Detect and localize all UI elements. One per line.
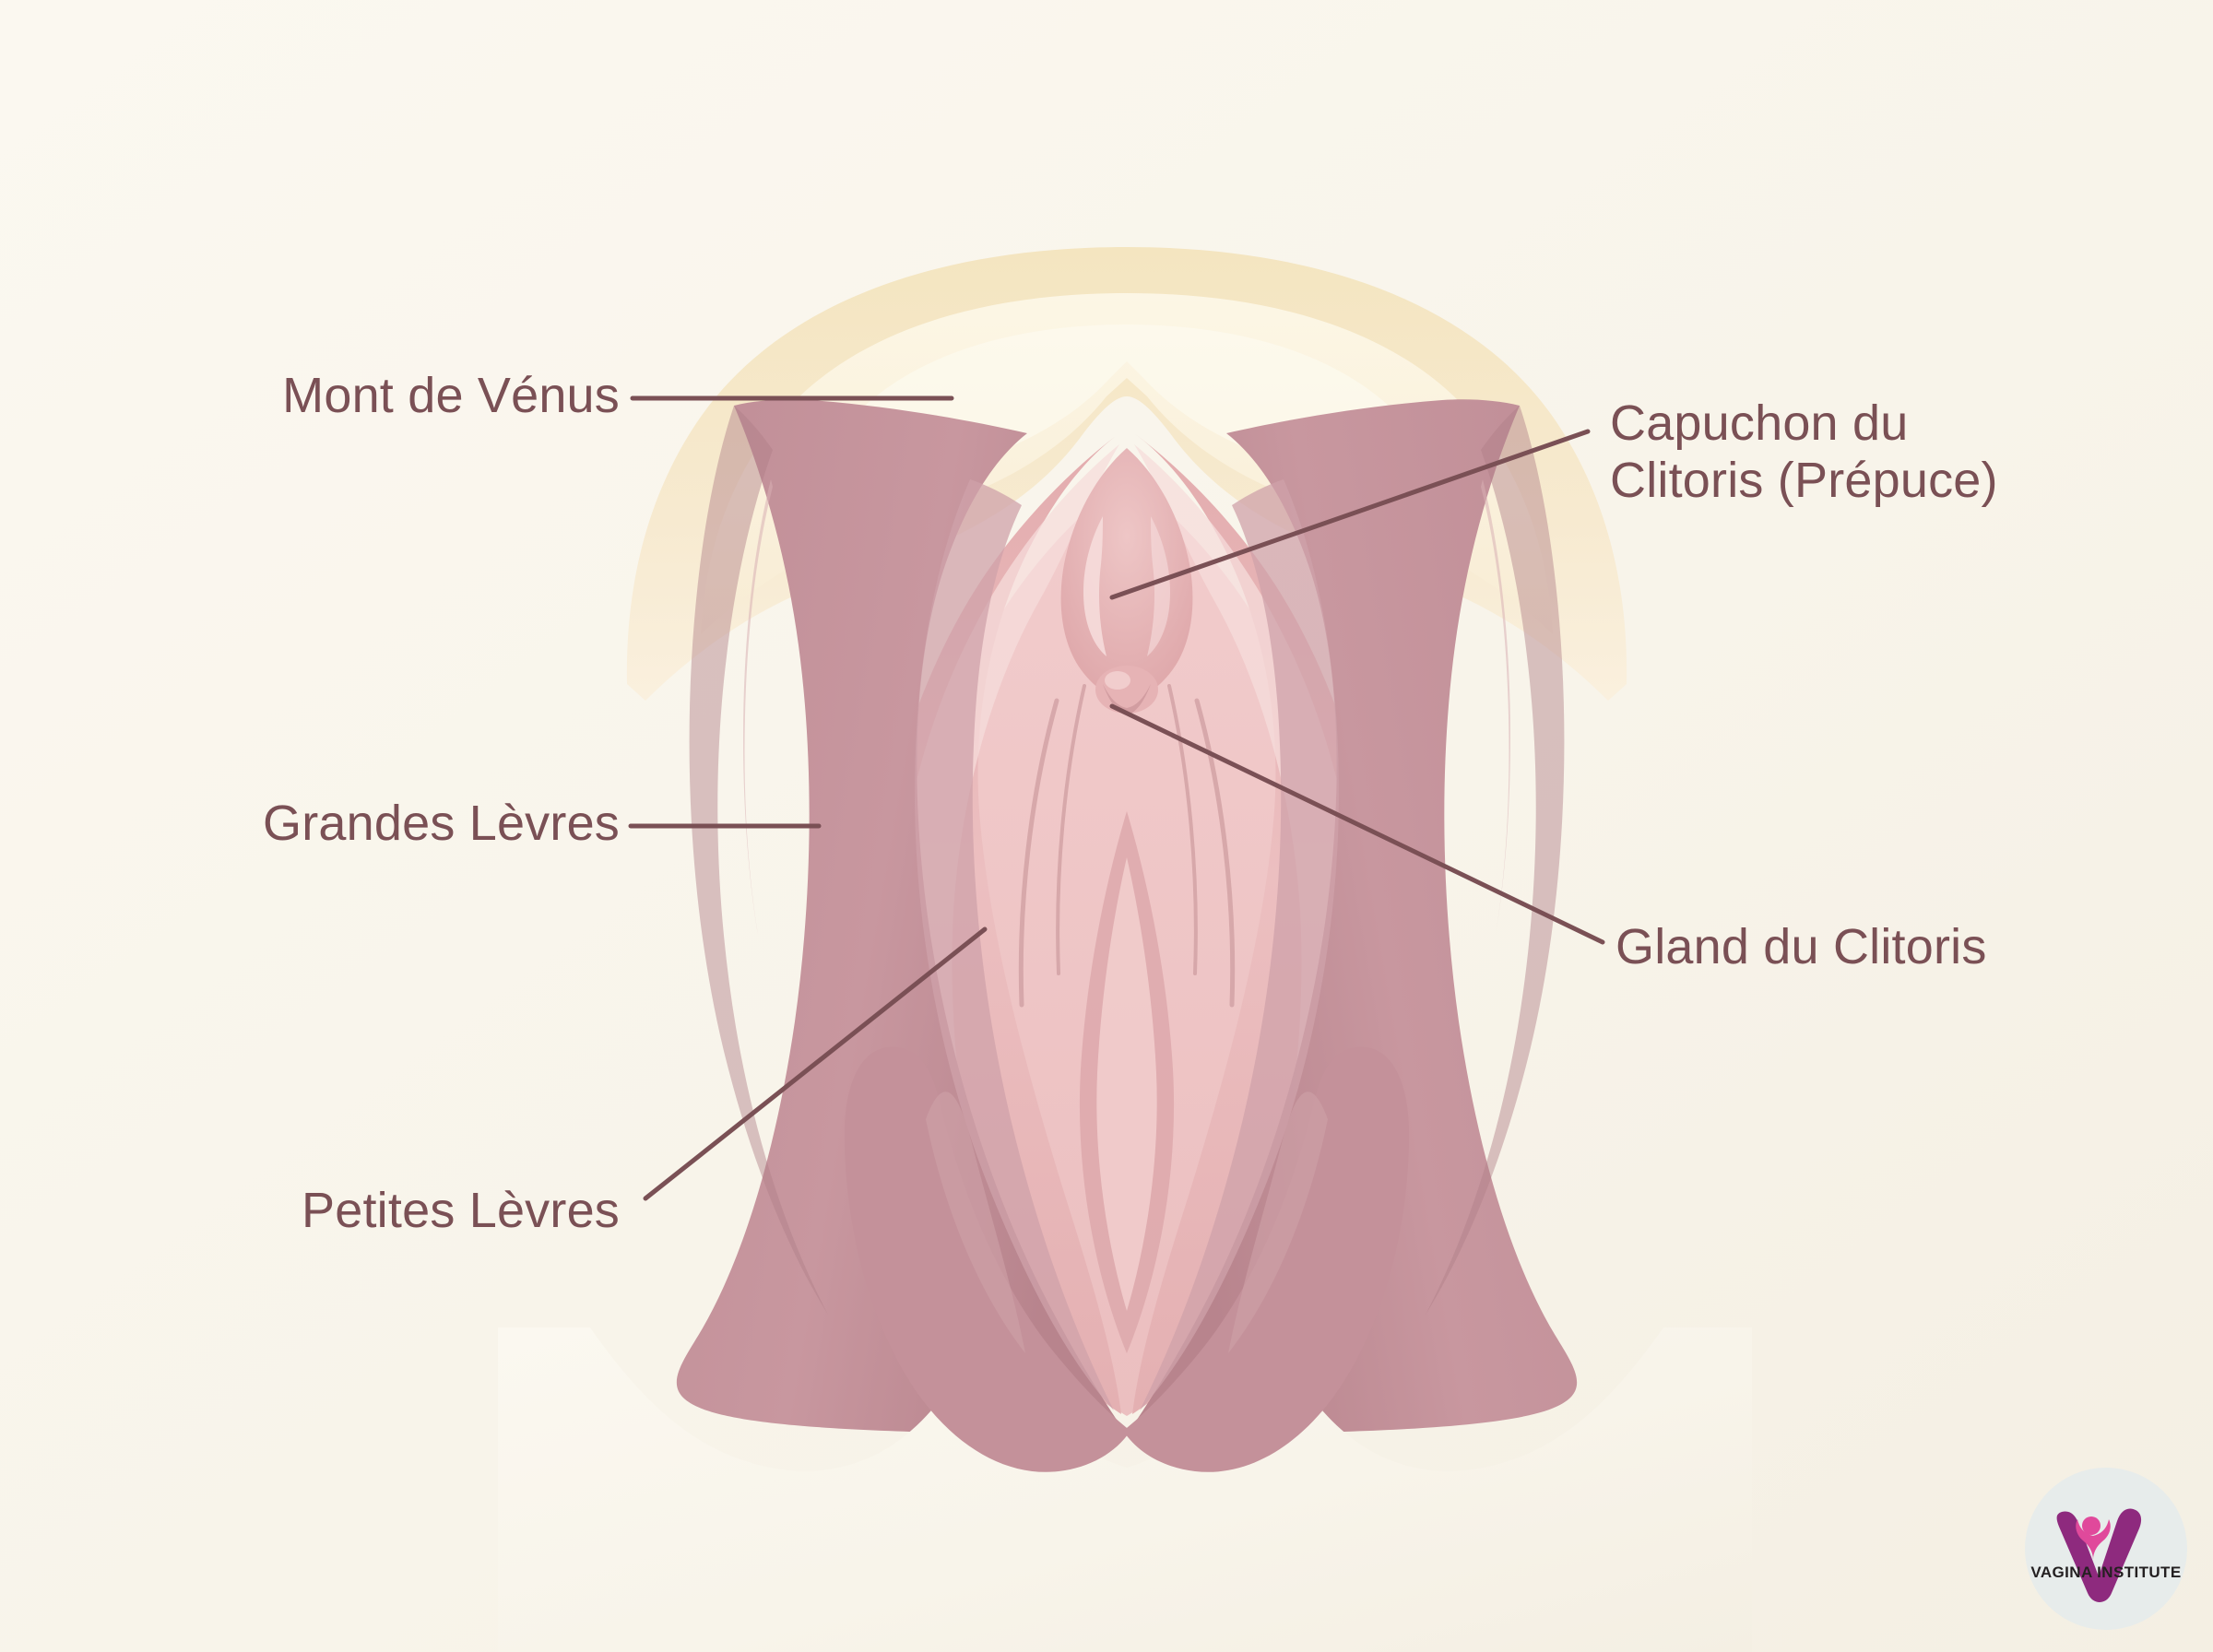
left-lobe-band: [926, 1092, 1025, 1353]
clitoral-hood-highlight-right: [1147, 516, 1171, 656]
label-petites-levres: Petites Lèvres: [302, 1183, 620, 1238]
mons-pubis-inner-highlight: [789, 324, 1464, 553]
label-capuchon-line-1: Capuchon du: [1610, 395, 1909, 451]
clitoral-glans-shape: [1095, 666, 1158, 714]
clitoral-hood-region: [1060, 448, 1193, 701]
logo-mark: [2056, 1508, 2142, 1602]
clitoral-glans-highlight: [1105, 671, 1130, 690]
label-gland-du-clitoris: Gland du Clitoris: [1615, 919, 1987, 974]
label-capuchon-line-2: Clitoris (Prépuce): [1610, 453, 1998, 508]
labia-majora-right-band: [1140, 479, 1339, 1410]
labia-majora-left-edge: [689, 406, 828, 1315]
lower-background-carve: [498, 1328, 1752, 1652]
label-mont-de-venus: Mont de Vénus: [282, 368, 620, 423]
leader-line-capuchon-du-clitoris: [1109, 429, 1591, 600]
lower-silhouette: [498, 1046, 1752, 1652]
clitoral-glans-shadow: [1103, 684, 1151, 715]
logo-figure-body-icon: [2076, 1519, 2111, 1560]
leader-line-petites-levres: [643, 926, 988, 1201]
clitoral-glans-region: [1095, 666, 1158, 715]
leader-line-gland-du-clitoris: [1109, 703, 1605, 945]
logo-wordmark: VAGINA INSTITUTE: [2030, 1564, 2182, 1581]
logo-disc: [2025, 1468, 2187, 1630]
labia-majora-region: [676, 399, 1578, 1434]
clitoral-hood-highlight: [1083, 516, 1106, 656]
labia-crease-lines: [1018, 684, 1236, 1008]
vagina-institute-logo[interactable]: VAGINA INSTITUTE: [2025, 1468, 2187, 1630]
labia-majora-left: [676, 399, 1127, 1434]
labia-majora-left-band: [915, 479, 1114, 1410]
labia-majora-right-edge: [1426, 406, 1565, 1315]
leader-lines: [628, 395, 1605, 1201]
label-grandes-levres: Grandes Lèvres: [263, 796, 620, 851]
labia-majora-right: [1127, 399, 1578, 1434]
right-lobe-band: [1228, 1092, 1328, 1353]
logo-figure-head-icon: [2082, 1516, 2101, 1535]
mons-pubis-region: [626, 247, 1627, 701]
introitus-highlight: [1096, 857, 1157, 1311]
